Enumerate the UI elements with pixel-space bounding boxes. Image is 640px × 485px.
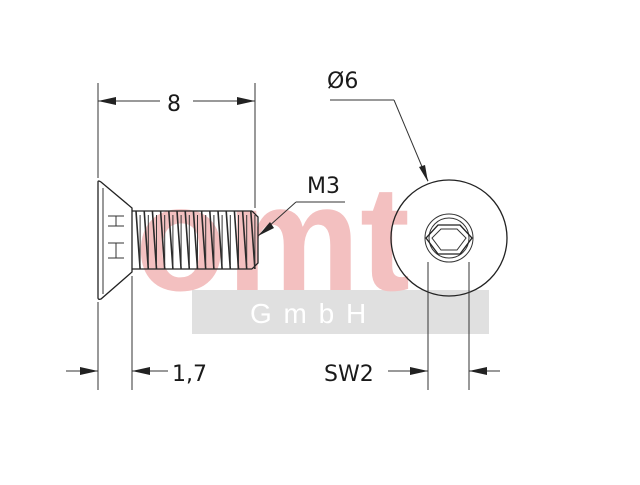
screw-end-view bbox=[390, 179, 508, 297]
thread-label: M3 bbox=[307, 174, 340, 199]
thread-helix bbox=[135, 210, 256, 270]
socket-size-dimension: SW2 bbox=[324, 262, 500, 390]
arrow-left bbox=[98, 97, 116, 105]
length-dimension: 8 bbox=[97, 83, 256, 208]
diameter-label: Ø6 bbox=[327, 69, 358, 94]
head-circle bbox=[390, 179, 508, 297]
watermark: omt G m b H bbox=[135, 154, 489, 334]
watermark-company: G m b H bbox=[250, 298, 368, 329]
thread-callout: M3 bbox=[257, 174, 345, 237]
socket-outer-circle bbox=[424, 213, 474, 263]
watermark-band bbox=[192, 290, 489, 334]
hex-socket bbox=[425, 224, 473, 255]
socket-inner-circle bbox=[428, 217, 470, 259]
socket-hidden-lines bbox=[108, 215, 124, 259]
head-height-dimension: 1,7 bbox=[66, 276, 207, 390]
thread-core-lines bbox=[139, 215, 256, 265]
diameter-callout: Ø6 bbox=[327, 69, 429, 182]
screw-side-view bbox=[97, 180, 259, 300]
screw-head bbox=[97, 180, 133, 300]
head-height-label: 1,7 bbox=[172, 362, 207, 387]
arrow-right bbox=[237, 97, 255, 105]
length-label: 8 bbox=[167, 92, 181, 117]
hex-socket-inner bbox=[431, 228, 467, 251]
socket-size-label: SW2 bbox=[324, 362, 374, 387]
watermark-logo: omt bbox=[135, 154, 410, 322]
